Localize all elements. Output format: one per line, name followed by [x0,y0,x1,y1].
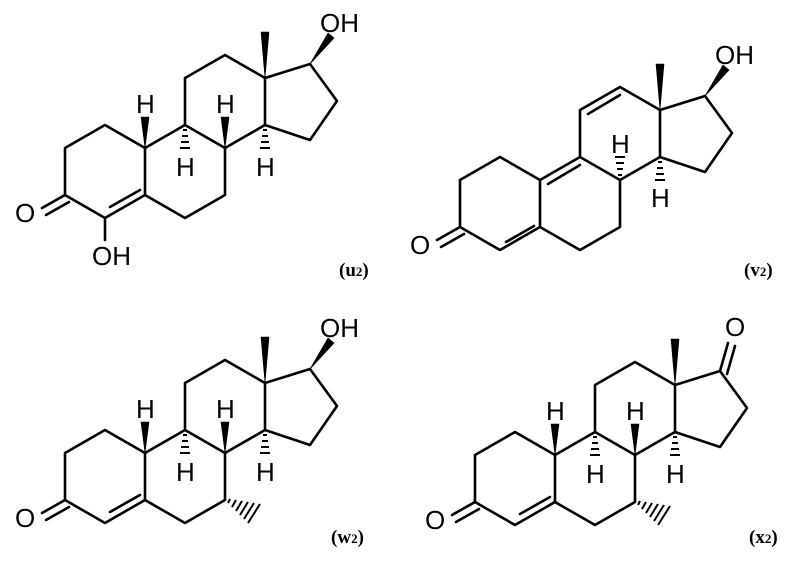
structure-label: (w2) [331,527,364,548]
oxygen-label: O [15,503,35,533]
h-wedge [140,116,150,149]
structure-u2: OH O OH H H H H (u2) [15,8,369,281]
h-wedge [220,421,230,454]
hydrogen-label: H [256,457,275,487]
oh-label: OH [320,313,359,343]
oh-label: OH [715,40,754,70]
h-wedge [140,421,150,454]
structure-label: (v2) [744,260,773,281]
hydrogen-label: H [626,396,645,426]
hydrogen-label: H [216,89,235,119]
methyl-wedge [670,338,680,386]
oxygen-label: O [725,312,745,342]
bonds [435,85,734,252]
structure-w2: OH O H H H H (w2) [15,313,364,548]
h-hash [180,434,190,454]
hydrogen-label: H [611,129,630,159]
hydrogen-label: H [136,89,155,119]
oh-label: OH [92,241,131,271]
oxygen-label: O [425,505,445,535]
methyl-wedge [260,31,270,79]
hydrogen-label: H [136,394,155,424]
hydrogen-label: H [586,459,605,489]
methyl-wedge [260,336,270,384]
structure-x2: O O H H H H (x2) [425,312,778,548]
h-wedge [550,423,560,456]
h-hash [655,161,665,181]
oxygen-label: O [15,198,35,228]
hydrogen-label: H [651,183,670,213]
oh-wedge [309,32,335,65]
methyl-hash [227,498,261,524]
oh-wedge [309,337,335,370]
hydrogen-label: H [176,152,195,182]
oh-label: OH [320,8,359,38]
bonds [40,358,339,525]
oh-wedge [704,64,730,97]
hydrogen-label: H [216,394,235,424]
h-hash [670,436,680,456]
h-hash [615,156,625,176]
structure-v2: OH O H H (v2) [410,40,773,281]
h-wedge [630,423,640,456]
hydrogen-label: H [666,459,685,489]
methyl-wedge [655,63,665,111]
methyl-hash [637,500,671,526]
hydrogen-label: H [256,152,275,182]
hydrogen-label: H [176,457,195,487]
structure-label: (u2) [339,260,369,281]
hydrogen-label: H [546,396,565,426]
h-hash [590,436,600,456]
oxygen-label: O [410,230,430,260]
h-hash [260,129,270,149]
structure-label: (x2) [749,527,778,548]
h-hash [260,434,270,454]
bonds [40,53,339,242]
h-hash [180,129,190,149]
bonds [450,341,749,527]
h-wedge [220,116,230,149]
